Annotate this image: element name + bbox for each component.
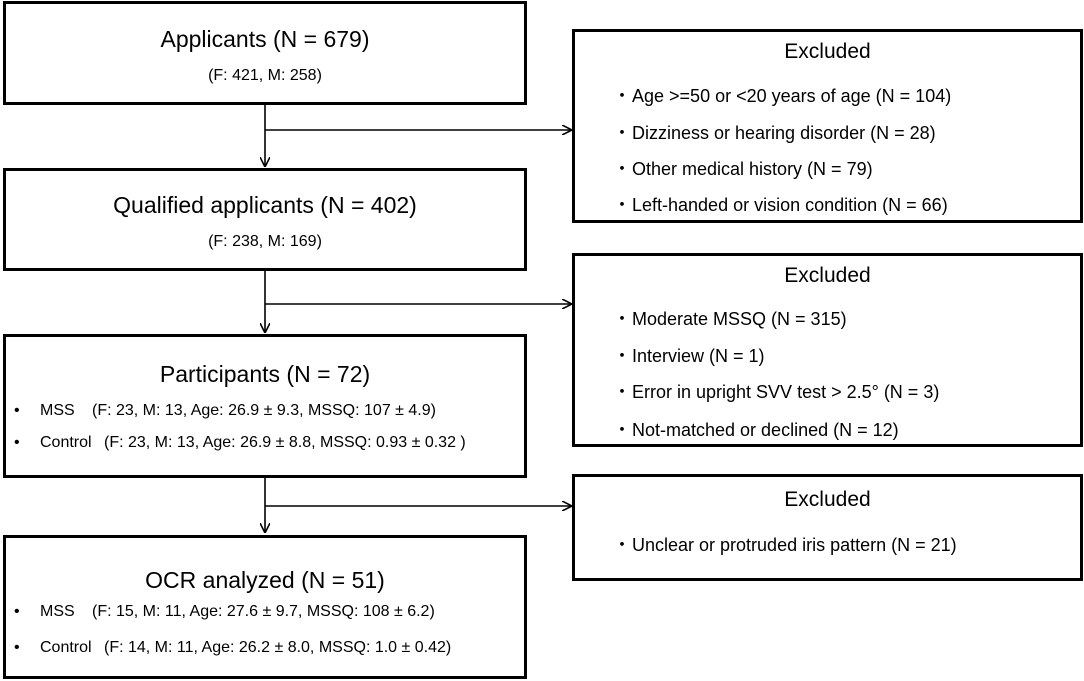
excluded-box-2: Excluded ・Moderate MSSQ (N = 315) ・Inter… [572, 253, 1083, 447]
ocr-title: OCR analyzed (N = 51) [145, 567, 385, 593]
excluded-item-text: Interview (N = 1) [632, 346, 765, 366]
excluded-item: ・Other medical history (N = 79) [613, 155, 873, 181]
bullet: • [14, 434, 20, 451]
excluded-box-3: Excluded ・Unclear or protruded iris patt… [572, 474, 1083, 581]
ocr-box: OCR analyzed (N = 51) • MSS (F: 15, M: 11,… [3, 535, 527, 679]
bullet: ・ [613, 309, 631, 329]
participants-row-mss: • MSS (F: 23, M: 13, Age: 26.9 ± 9.3, MSSQ… [14, 402, 436, 420]
excluded-item-text: Left-handed or vision condition (N = 66) [632, 195, 948, 215]
group-detail: (F: 23, M: 13, Age: 26.9 ± 8.8, MSSQ: 0.… [104, 434, 466, 451]
participants-box: Participants (N = 72) • MSS (F: 23, M: 13,… [3, 334, 527, 478]
excluded-item: ・Unclear or protruded iris pattern (N = … [613, 531, 957, 557]
group-label: Control [40, 639, 92, 656]
bullet: ・ [613, 382, 631, 402]
excluded-item-text: Moderate MSSQ (N = 315) [632, 309, 847, 329]
qualified-title: Qualified applicants (N = 402) [113, 192, 417, 218]
excluded-item: ・Dizziness or hearing disorder (N = 28) [613, 119, 936, 145]
applicants-box: Applicants (N = 679) (F: 421, M: 258) [3, 1, 527, 105]
bullet: ・ [613, 195, 631, 215]
bullet: ・ [613, 86, 631, 106]
bullet: ・ [613, 420, 631, 440]
bullet: • [14, 402, 20, 419]
group-detail: (F: 15, M: 11, Age: 27.6 ± 9.7, MSSQ: 10… [92, 603, 435, 620]
excluded-item-text: Unclear or protruded iris pattern (N = 2… [632, 535, 957, 555]
excluded-item: ・Left-handed or vision condition (N = 66… [613, 191, 948, 217]
excluded-item-text: Not-matched or declined (N = 12) [632, 420, 899, 440]
qualified-box: Qualified applicants (N = 402) (F: 238, … [3, 168, 527, 271]
excluded-box-1: Excluded ・Age >=50 or <20 years of age (… [572, 29, 1083, 223]
bullet: ・ [613, 159, 631, 179]
excluded-item-text: Other medical history (N = 79) [632, 159, 873, 179]
ocr-row-control: • Control (F: 14, M: 11, Age: 26.2 ± 8.0, … [14, 639, 451, 657]
group-label: Control [40, 434, 92, 451]
bullet: • [14, 639, 20, 656]
excluded-item: ・Age >=50 or <20 years of age (N = 104) [613, 82, 951, 108]
excluded-item-text: Age >=50 or <20 years of age (N = 104) [632, 86, 952, 106]
group-detail: (F: 23, M: 13, Age: 26.9 ± 9.3, MSSQ: 10… [92, 402, 436, 419]
group-label: MSS [40, 603, 75, 620]
excluded-item-text: Error in upright SVV test > 2.5° (N = 3) [632, 382, 940, 402]
group-label: MSS [40, 402, 75, 419]
excluded-item-text: Dizziness or hearing disorder (N = 28) [632, 123, 936, 143]
applicants-title: Applicants (N = 679) [160, 26, 370, 52]
bullet: ・ [613, 535, 631, 555]
participants-title: Participants (N = 72) [159, 361, 371, 387]
bullet: ・ [613, 346, 631, 366]
excluded-item: ・Moderate MSSQ (N = 315) [613, 305, 847, 331]
excluded-title: Excluded [784, 264, 871, 287]
applicants-sub: (F: 421, M: 258) [208, 67, 322, 84]
bullet: ・ [613, 123, 631, 143]
excluded-item: ・Error in upright SVV test > 2.5° (N = 3… [613, 378, 939, 404]
excluded-title: Excluded [784, 488, 871, 511]
excluded-title: Excluded [784, 40, 871, 63]
ocr-row-mss: • MSS (F: 15, M: 11, Age: 27.6 ± 9.7, MSSQ… [14, 603, 435, 621]
excluded-item: ・Interview (N = 1) [613, 342, 765, 368]
bullet: • [14, 603, 20, 620]
qualified-sub: (F: 238, M: 169) [208, 233, 322, 250]
group-detail: (F: 14, M: 11, Age: 26.2 ± 8.0, MSSQ: 1.… [104, 639, 452, 656]
excluded-item: ・Not-matched or declined (N = 12) [613, 416, 899, 442]
participants-row-control: • Control (F: 23, M: 13, Age: 26.9 ± 8.8, … [14, 434, 466, 452]
